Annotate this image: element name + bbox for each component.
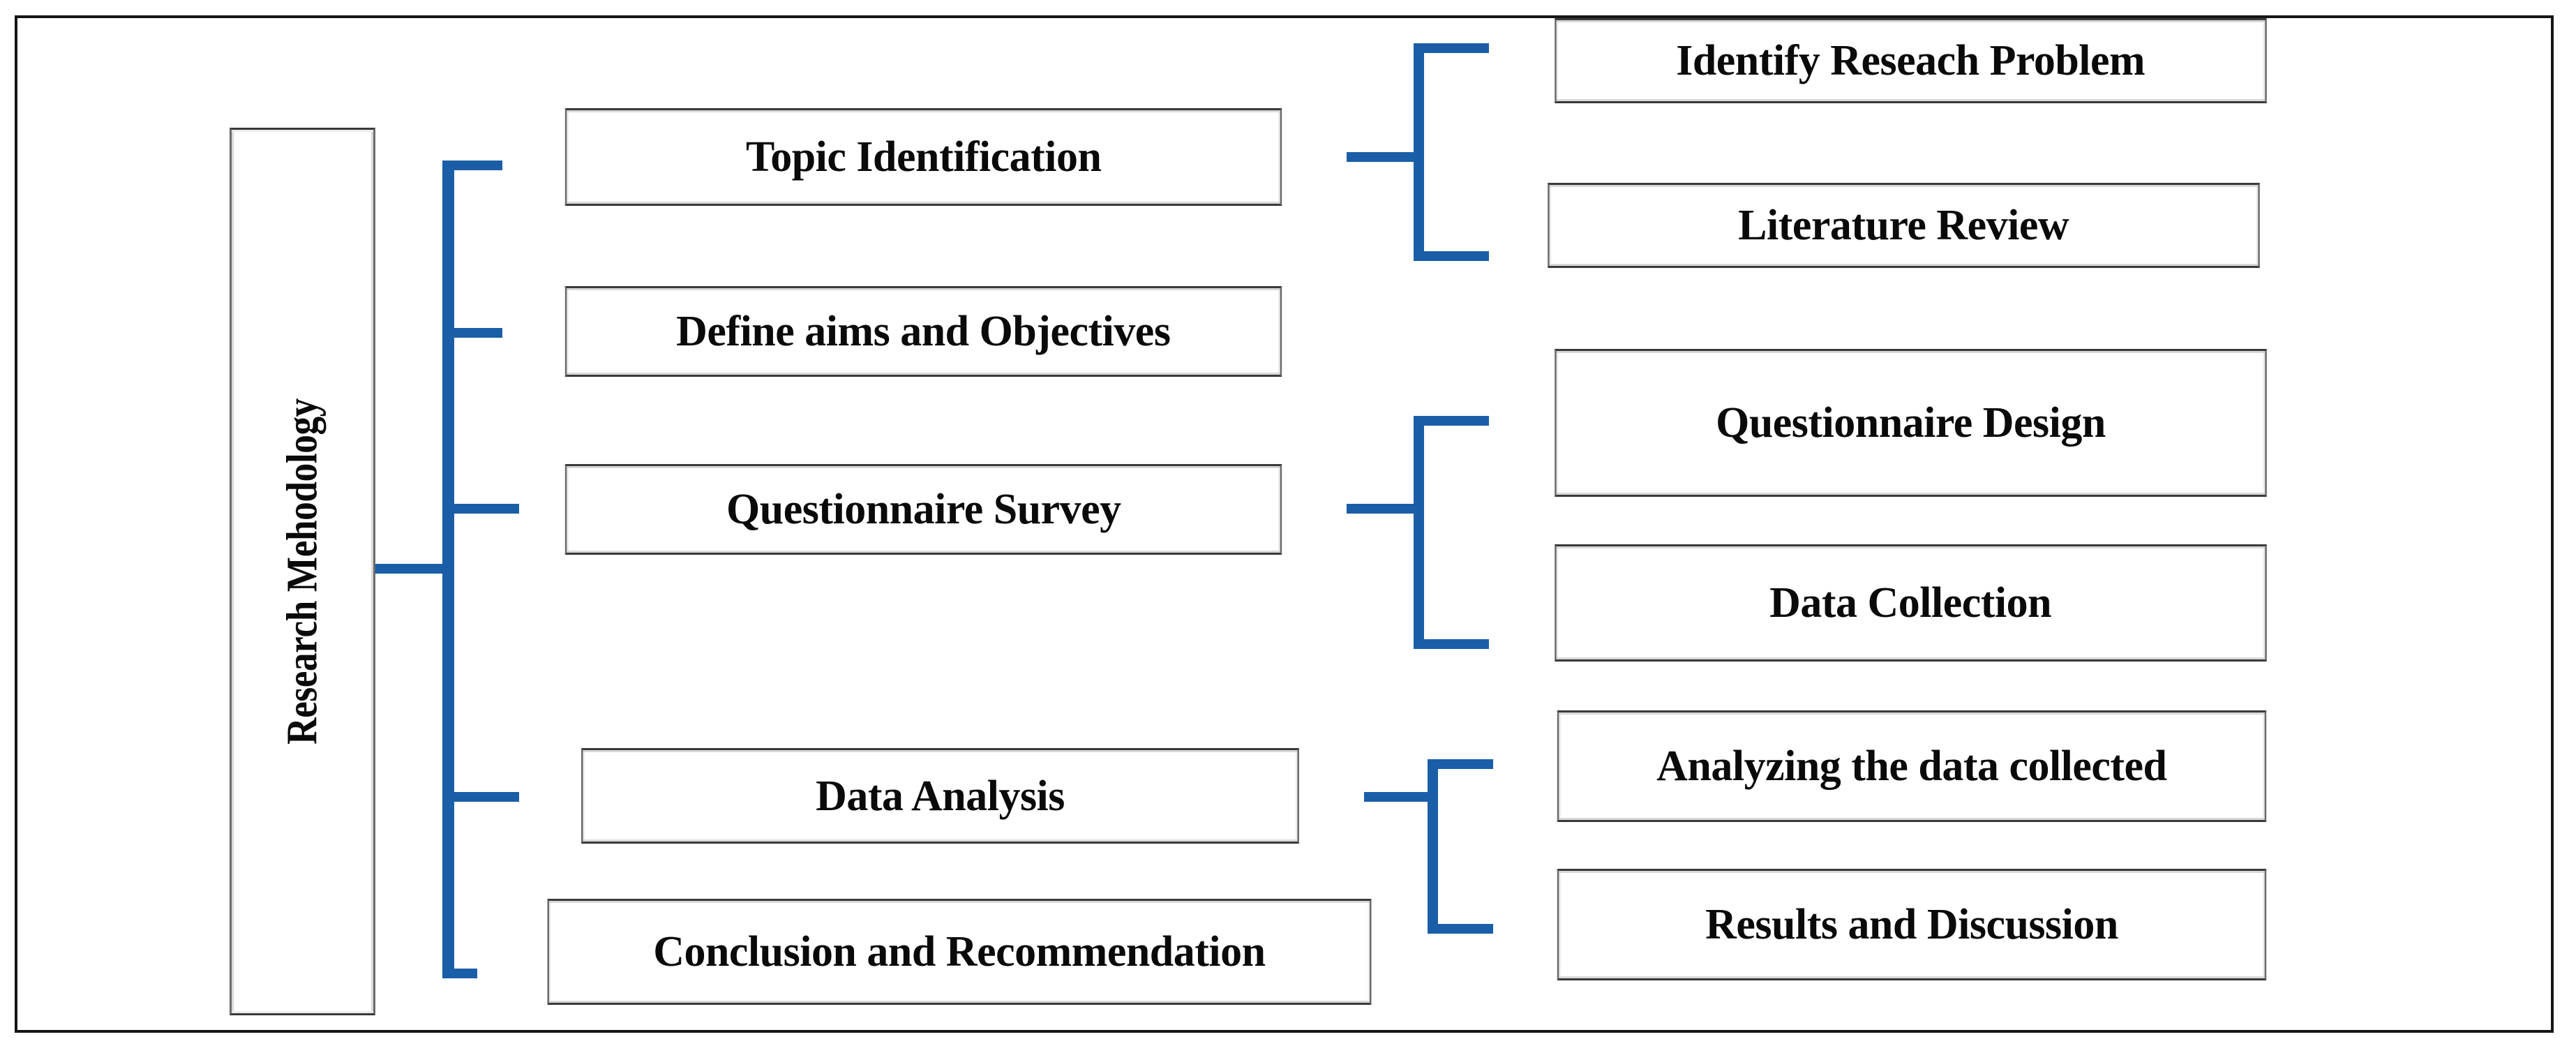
node-research-methodology-label: Research Mehodology	[278, 398, 327, 745]
connector-bracket-questionnaire-survey	[1414, 416, 1424, 649]
connector-trunk-to-data-analysis	[442, 792, 519, 802]
node-questionnaire-survey-label: Questionnaire Survey	[726, 486, 1121, 533]
node-conclusion-and-recommendation[interactable]: Conclusion and Recommendation	[547, 899, 1372, 1005]
node-results-and-discussion-label: Results and Discussion	[1705, 901, 2118, 948]
connector-main-trunk	[442, 160, 454, 978]
node-literature-review-label: Literature Review	[1738, 202, 2069, 249]
node-research-methodology[interactable]: Research Mehodology	[230, 128, 375, 1015]
node-analyzing-the-data-collected[interactable]: Analyzing the data collected	[1557, 710, 2267, 822]
node-topic-identification-label: Topic Identification	[745, 133, 1102, 181]
node-questionnaire-design[interactable]: Questionnaire Design	[1555, 349, 2267, 497]
connector-trunk-to-define-aims	[442, 328, 502, 338]
connector-to-results-and-discussion	[1428, 924, 1493, 934]
connector-bracket-topic-identification	[1414, 43, 1424, 261]
connector-to-data-collection	[1414, 639, 1489, 649]
node-questionnaire-survey[interactable]: Questionnaire Survey	[564, 464, 1282, 555]
node-topic-identification[interactable]: Topic Identification	[564, 108, 1282, 206]
connector-to-analyzing-data-collected	[1428, 759, 1493, 769]
node-literature-review[interactable]: Literature Review	[1548, 183, 2260, 268]
connector-trunk-to-questionnaire-survey	[442, 504, 519, 514]
node-define-aims-and-objectives[interactable]: Define aims and Objectives	[564, 286, 1282, 377]
node-data-analysis[interactable]: Data Analysis	[581, 748, 1299, 844]
connector-topic-identification-out	[1347, 152, 1423, 162]
connector-root-to-trunk	[374, 564, 452, 574]
connector-questionnaire-survey-out	[1347, 504, 1423, 514]
connector-bracket-data-analysis	[1428, 759, 1438, 934]
connector-trunk-to-conclusion	[442, 969, 477, 978]
node-data-analysis-label: Data Analysis	[816, 772, 1065, 820]
node-define-aims-and-objectives-label: Define aims and Objectives	[676, 308, 1171, 355]
connector-trunk-to-topic-identification	[442, 160, 502, 170]
node-identify-research-problem[interactable]: Identify Reseach Problem	[1555, 18, 2267, 103]
node-data-collection[interactable]: Data Collection	[1555, 544, 2267, 662]
connector-to-literature-review	[1414, 251, 1489, 261]
node-conclusion-and-recommendation-label: Conclusion and Recommendation	[653, 928, 1266, 976]
node-identify-research-problem-label: Identify Reseach Problem	[1676, 37, 2146, 84]
connector-to-questionnaire-design	[1414, 416, 1489, 426]
node-results-and-discussion[interactable]: Results and Discussion	[1557, 869, 2267, 980]
connector-to-identify-research-problem	[1414, 43, 1489, 53]
node-questionnaire-design-label: Questionnaire Design	[1716, 399, 2106, 447]
connector-data-analysis-out	[1364, 792, 1437, 802]
node-analyzing-the-data-collected-label: Analyzing the data collected	[1656, 742, 2167, 790]
node-data-collection-label: Data Collection	[1769, 579, 2052, 627]
